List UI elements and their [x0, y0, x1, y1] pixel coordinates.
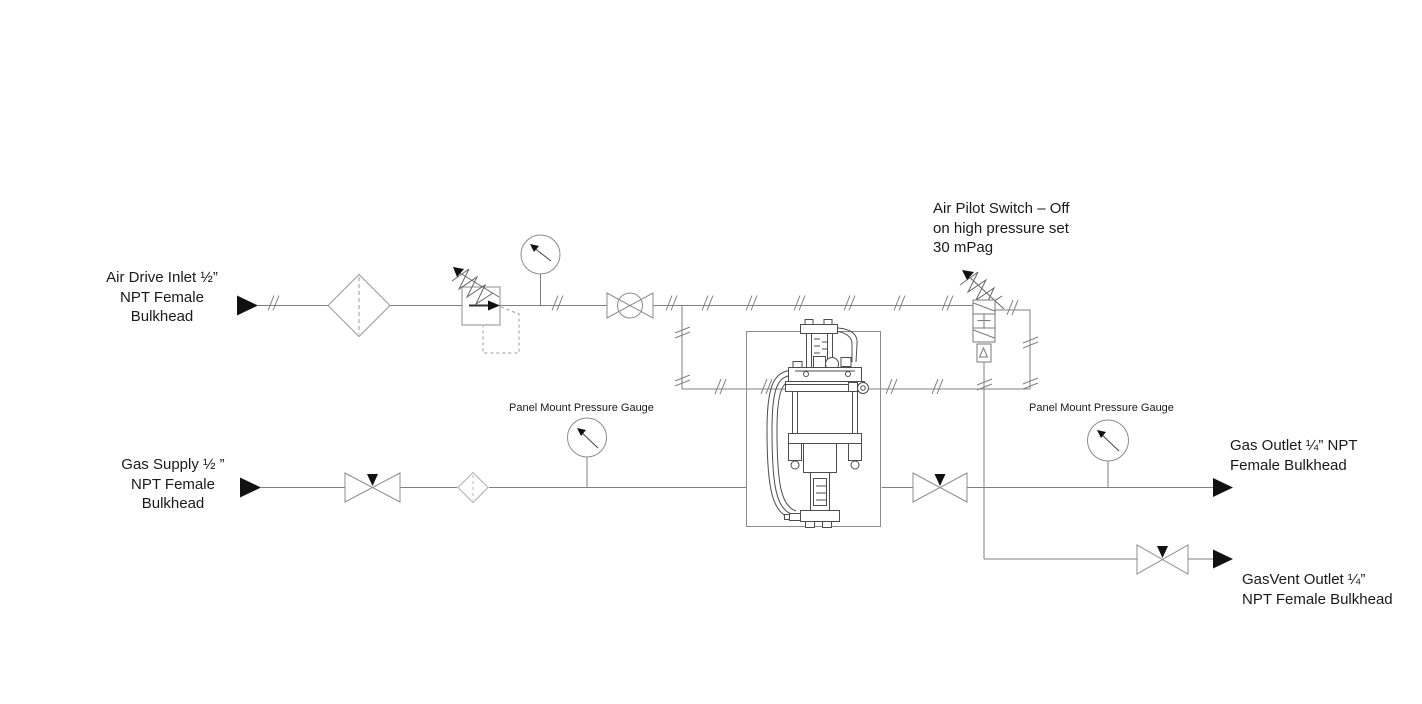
gas-outlet-arrow — [1213, 478, 1233, 497]
panel-gauge-left-label: Panel Mount Pressure Gauge — [509, 402, 654, 415]
label-line: Bulkhead — [130, 308, 194, 325]
pilot-actuator-box — [976, 343, 992, 363]
piping-lines — [258, 274, 1213, 560]
label-line: Gas Outlet ¼” NPT — [1230, 437, 1358, 454]
gauge-needle-arrowhead — [530, 244, 539, 252]
gas-supply-label: Gas Supply ½ ” NPT Female Bulkhead — [93, 455, 253, 514]
panel-gauge-left — [567, 417, 607, 458]
bulkhead-arrows — [237, 295, 1233, 569]
label-line: NPT Female — [120, 288, 204, 306]
label-line: NPT Female — [131, 475, 215, 493]
air-filter — [327, 273, 391, 338]
gas-supply-arrow — [240, 477, 261, 498]
regulator-feedback-dashed — [482, 306, 520, 354]
label-line: NPT Female Bulkhead — [1242, 590, 1393, 608]
label-line: Air Drive Inlet ½” — [106, 269, 218, 286]
panel-gauge-right-label: Panel Mount Pressure Gauge — [1029, 402, 1174, 415]
gauge-needle-arrowhead — [1097, 430, 1106, 438]
gas-outlet-valve — [912, 472, 968, 503]
line-break-marks — [267, 295, 1039, 395]
label-line: GasVent Outlet ¼” — [1242, 571, 1366, 588]
air-pilot-switch — [959, 270, 1005, 363]
label-line: Gas Supply ½ ” — [121, 456, 225, 473]
valve-stem-triangle — [934, 474, 946, 486]
label-line: Air Pilot Switch – Off — [933, 200, 1070, 217]
gauge-needle-arrowhead — [577, 428, 586, 436]
valve-stem-triangle — [367, 474, 378, 486]
air-drive-inlet-label: Air Drive Inlet ½” NPT Female Bulkhead — [82, 268, 242, 327]
pressure-regulator — [451, 267, 520, 354]
panel-gauge-right — [1087, 419, 1129, 462]
air-shutoff-valve — [606, 292, 654, 319]
gas-booster-pump — [766, 319, 869, 528]
gas-vent-arrow — [1213, 549, 1233, 569]
label-line: Bulkhead — [141, 495, 205, 512]
inline-gas-filter — [457, 471, 489, 504]
gas-outlet-label: Gas Outlet ¼” NPT Female Bulkhead — [1230, 436, 1410, 475]
regulator-spring — [451, 268, 500, 306]
air-pressure-gauge — [520, 234, 561, 275]
pilot-spring-arrowhead — [962, 270, 974, 280]
gas-supply-valve — [344, 472, 401, 503]
label-line: Panel Mount Pressure Gauge — [509, 402, 654, 414]
valve-stem-triangle — [1157, 546, 1168, 558]
gas-vent-valve — [1136, 544, 1189, 575]
gas-vent-outlet-label: GasVent Outlet ¼” NPT Female Bulkhead — [1242, 570, 1412, 609]
label-line: 30 mPag — [933, 239, 994, 256]
air-inlet-arrow — [237, 295, 258, 316]
label-line: on high pressure set — [933, 219, 1069, 237]
label-line: Panel Mount Pressure Gauge — [1029, 402, 1174, 414]
pilot-jumper — [995, 309, 1031, 389]
regulator-adjust-arrowhead — [453, 267, 464, 277]
pilot-actuator-triangle — [978, 346, 989, 358]
label-line: Female Bulkhead — [1230, 456, 1347, 474]
regulator-flow-arrow — [488, 300, 500, 311]
air-pilot-switch-label: Air Pilot Switch – Off on high pressure … — [933, 199, 1113, 258]
